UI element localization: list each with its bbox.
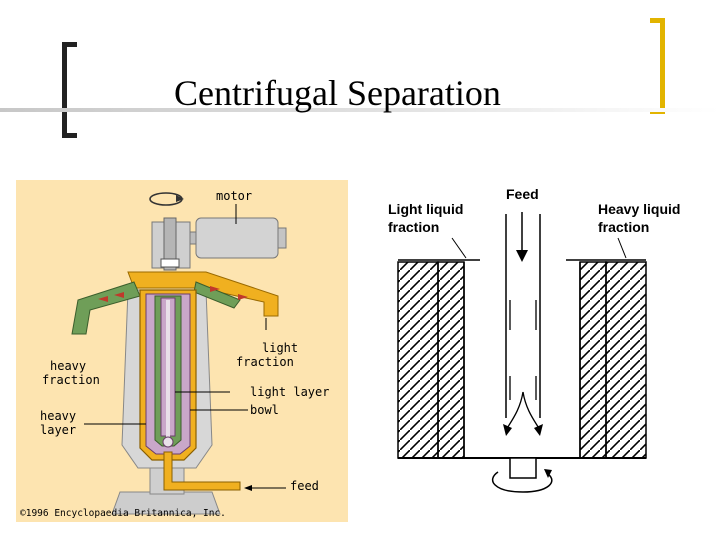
label-light-fraction-line1: light bbox=[262, 341, 298, 355]
right-outer-layer bbox=[605, 261, 647, 459]
motor bbox=[182, 217, 287, 259]
centrifuge-illustration: motor heavy fraction light fraction ligh… bbox=[16, 180, 348, 522]
label-feed: feed bbox=[290, 479, 319, 493]
drive-shaft bbox=[163, 217, 177, 271]
split-arrow-left-icon bbox=[503, 424, 512, 436]
rotation-arrow-icon-right bbox=[492, 469, 553, 493]
flow-arrows bbox=[98, 286, 248, 302]
bowl bbox=[139, 289, 197, 461]
split-arrow-right-icon bbox=[534, 424, 543, 436]
label-motor: motor bbox=[216, 189, 252, 203]
label-light-liquid-line1: Light liquid bbox=[388, 201, 463, 217]
copyright-credit: ©1996 Encyclopaedia Britannica, Inc. bbox=[20, 508, 226, 519]
heavy-fraction-channel-right bbox=[193, 281, 241, 309]
label-light-liquid-line2: fraction bbox=[388, 219, 439, 235]
left-outer-layer bbox=[397, 261, 439, 459]
label-light-layer: light layer bbox=[250, 385, 329, 399]
slide-title: Centrifugal Separation bbox=[174, 73, 501, 113]
label-bowl: bowl bbox=[250, 403, 279, 417]
separator-schematic: Feed Light liquid fraction Heavy liquid … bbox=[388, 186, 680, 493]
title-underline bbox=[0, 108, 720, 112]
light-fraction-channel bbox=[127, 271, 279, 317]
label-heavy-layer-line2: layer bbox=[40, 423, 76, 437]
right-inner-layer bbox=[579, 261, 607, 459]
label-heavy-liquid-line1: Heavy liquid bbox=[598, 201, 680, 217]
drive-shaft-schematic bbox=[509, 457, 537, 479]
feed-arrow-icon-right bbox=[516, 250, 528, 262]
label-feed-schematic: Feed bbox=[506, 186, 539, 202]
leader-lines bbox=[84, 204, 286, 489]
left-bracket-decoration bbox=[62, 42, 77, 138]
feed-pipe bbox=[163, 451, 241, 491]
interior-flow-arrows bbox=[505, 300, 541, 431]
bowl-inner-walls bbox=[463, 262, 581, 458]
rotation-arrow-icon bbox=[149, 192, 184, 206]
label-heavy-fraction-line2: fraction bbox=[42, 373, 100, 387]
feed-arrow-icon bbox=[244, 485, 252, 491]
label-heavy-layer-line1: heavy bbox=[40, 409, 76, 423]
label-heavy-fraction-line1: heavy bbox=[50, 359, 86, 373]
shaft-coupling bbox=[160, 258, 180, 268]
label-heavy-liquid-line2: fraction bbox=[598, 219, 649, 235]
leader-light-liquid bbox=[451, 237, 467, 259]
left-inner-layer bbox=[437, 261, 465, 459]
leader-heavy-liquid bbox=[617, 237, 627, 259]
label-light-fraction-line2: fraction bbox=[236, 355, 294, 369]
